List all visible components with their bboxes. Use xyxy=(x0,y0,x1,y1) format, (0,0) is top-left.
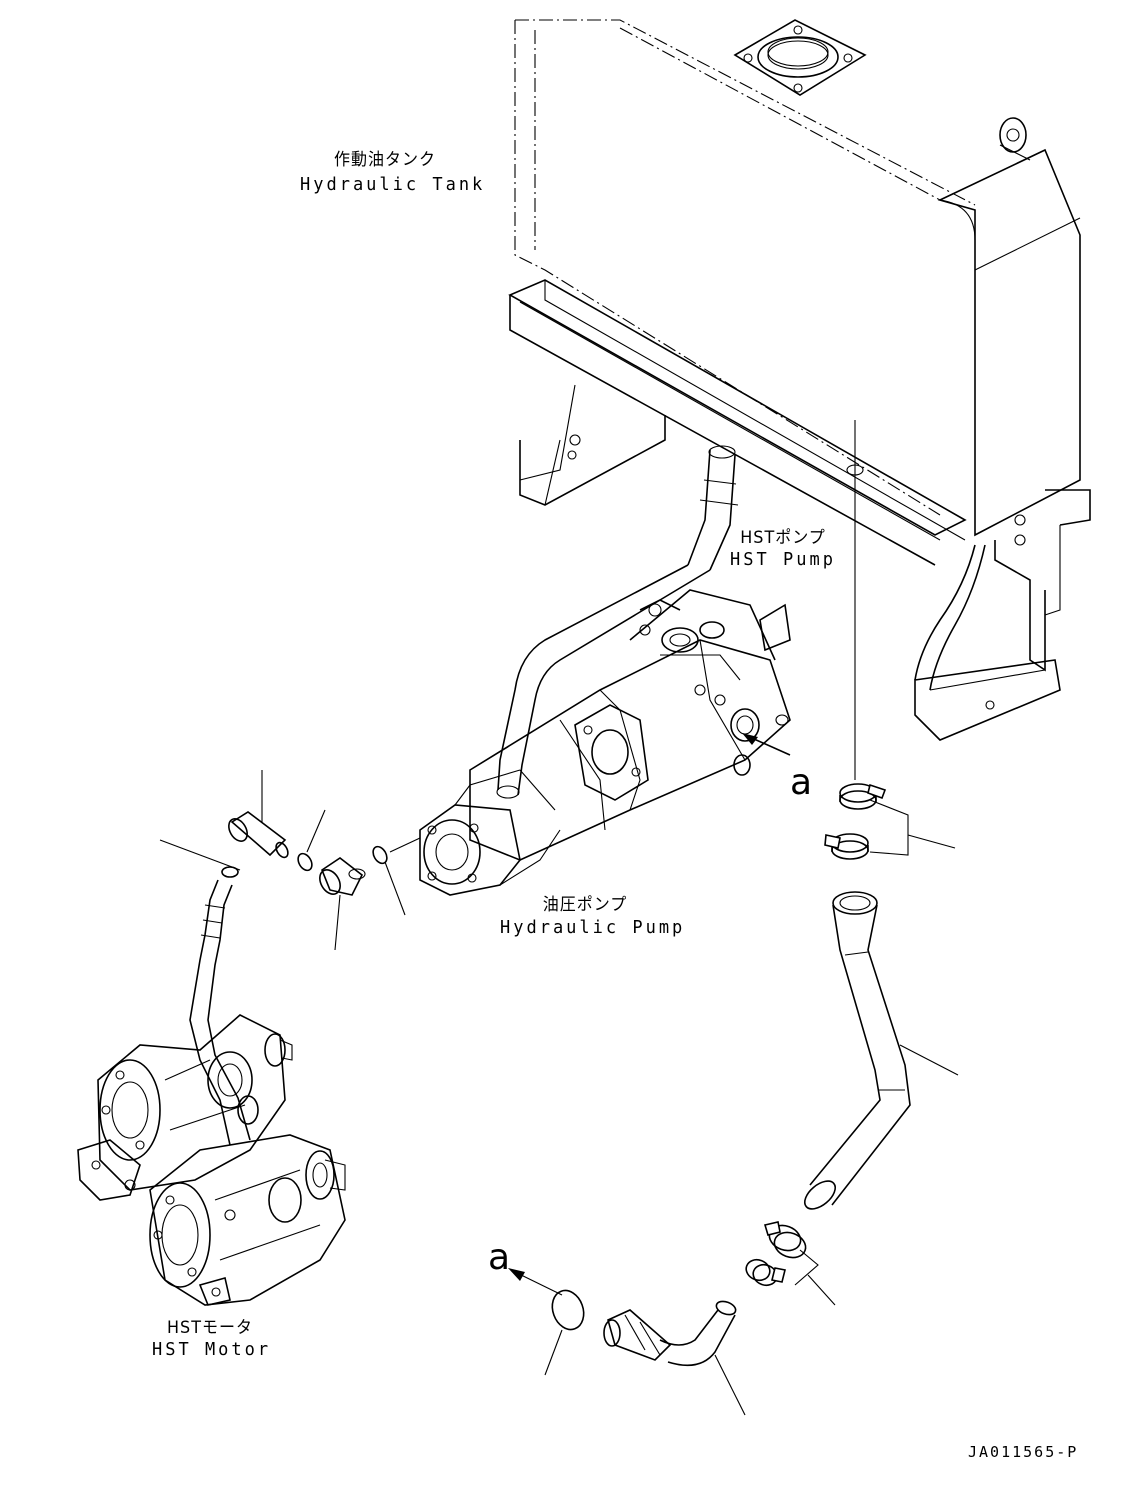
reference-a-upper: a xyxy=(790,762,813,803)
hose-clamps-upper xyxy=(824,783,956,860)
pump-assembly xyxy=(419,564,791,896)
hydraulic-tank xyxy=(508,19,1091,741)
hose-clamps-lower xyxy=(745,1221,836,1306)
hydraulic-tank-label-en: Hydraulic Tank xyxy=(300,174,486,196)
hst-motor-label-ja: HSTモータ xyxy=(167,1317,253,1338)
hydraulic-tank-label-ja: 作動油タンク xyxy=(333,149,436,170)
hst-motor xyxy=(77,839,346,1306)
reference-a-lower: a xyxy=(488,1237,511,1278)
rubber-hose xyxy=(803,891,959,1210)
hst-pump-label-en: HST Pump xyxy=(730,549,836,571)
hydraulic-pump-label-en: Hydraulic Pump xyxy=(500,917,686,939)
left-fittings xyxy=(228,770,421,951)
hst-pump-label-ja: HSTポンプ xyxy=(740,527,826,548)
elbow-fitting xyxy=(508,1268,746,1416)
drawing-number: JA011565-P xyxy=(968,1443,1079,1461)
hydraulic-pump-label-ja: 油圧ポンプ xyxy=(542,894,628,915)
hst-motor-label-en: HST Motor xyxy=(152,1339,272,1361)
